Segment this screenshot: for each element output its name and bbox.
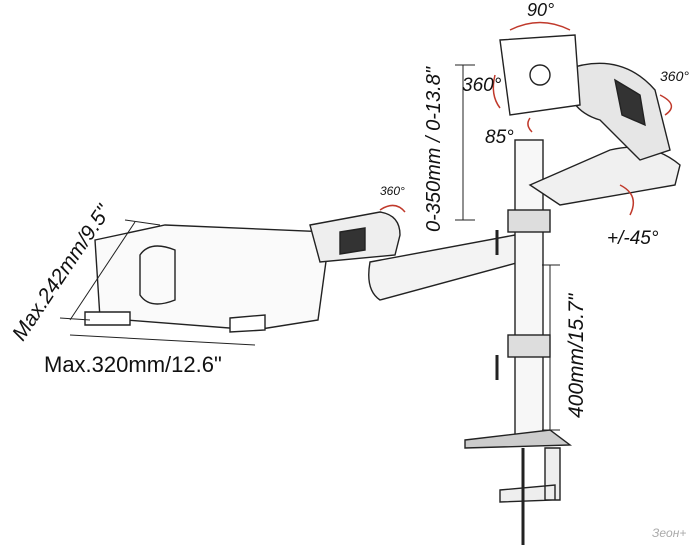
watermark: Зеон+	[652, 526, 687, 540]
label-swivel: +/-45°	[607, 228, 659, 249]
monitor-arm	[528, 146, 681, 206]
label-pole-height: 400mm/15.7"	[565, 293, 588, 418]
rotate-arrow-icon	[659, 94, 673, 116]
rotate-arrow-icon	[492, 74, 501, 109]
label-monitor-rotate-right: 360°	[660, 68, 689, 84]
label-laptop-arm-rotate: 360°	[380, 184, 405, 198]
label-monitor-rotate-left: 360°	[462, 75, 502, 96]
label-height-range: 0-350mm / 0-13.8"	[423, 67, 445, 232]
label-tray-width: Max.320mm/12.6"	[44, 352, 222, 377]
label-monitor-tilt-down: 85°	[485, 127, 514, 148]
desk-clamp	[464, 429, 573, 449]
rotate-arrow-icon	[527, 117, 533, 133]
rotate-arrow-icon	[619, 184, 635, 216]
label-monitor-tilt-top: 90°	[527, 0, 555, 20]
vesa-plate	[499, 34, 581, 116]
laptop-arm-link	[368, 234, 521, 301]
rotate-arrow-icon	[509, 21, 571, 31]
gas-spring-arm	[564, 62, 671, 161]
rotate-arrow-icon	[379, 204, 406, 213]
